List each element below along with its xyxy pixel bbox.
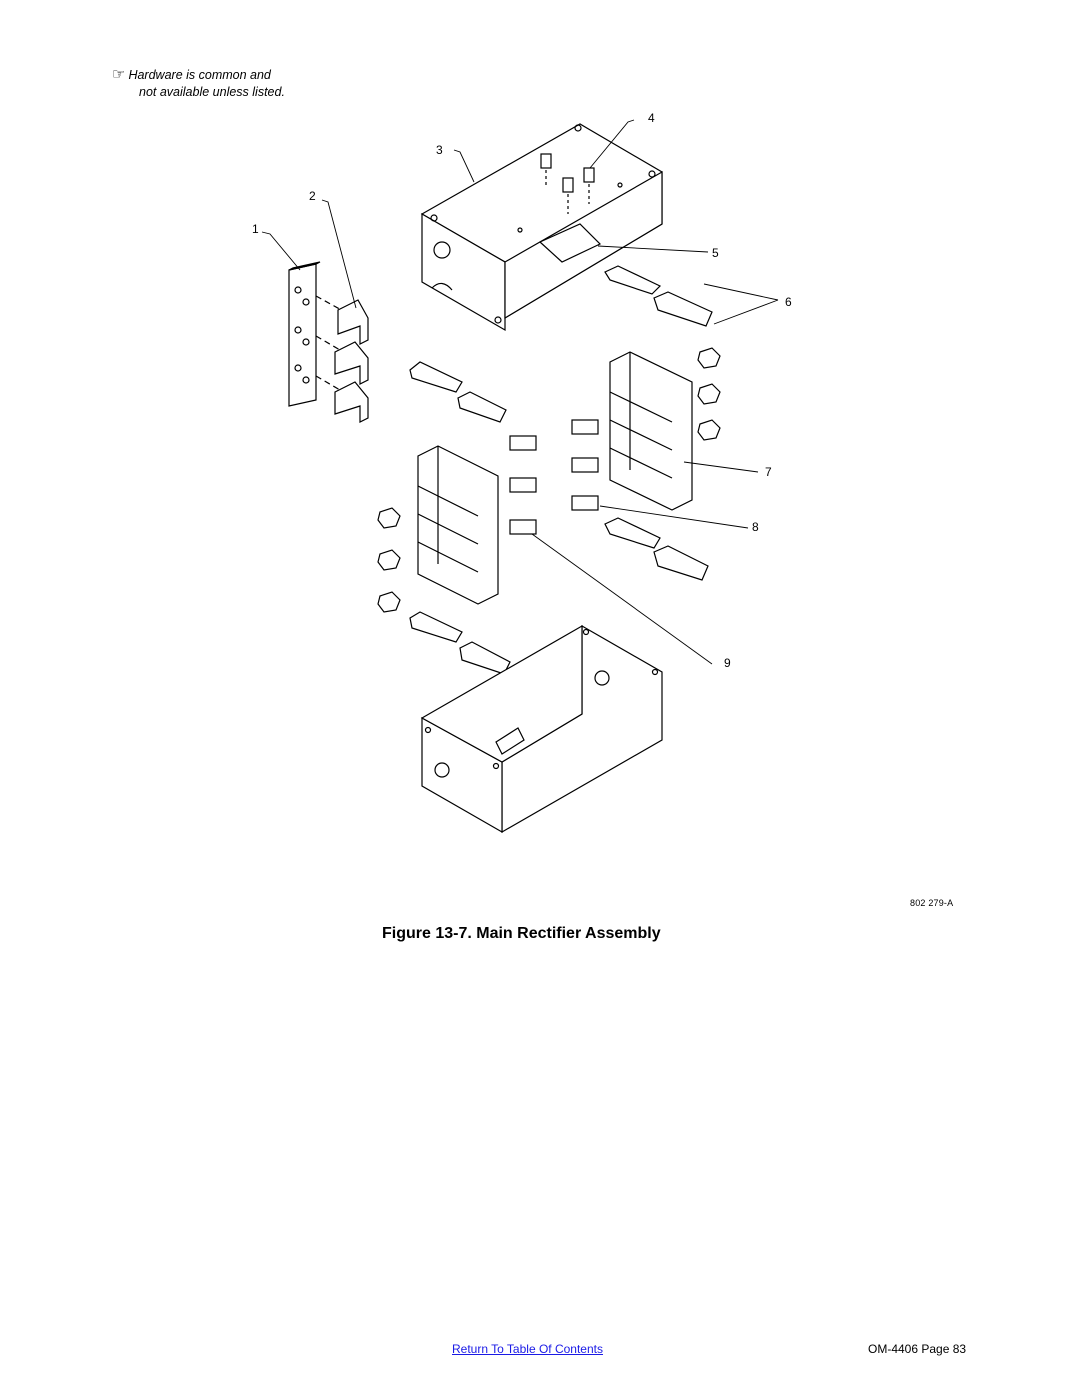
callout-6: 6 — [785, 295, 792, 309]
page-number: OM-4406 Page 83 — [868, 1342, 967, 1356]
callout-4: 4 — [648, 111, 655, 125]
drawing-number: 802 279-A — [910, 898, 954, 908]
figure-caption: Figure 13-7. Main Rectifier Assembly — [382, 925, 661, 942]
hex-nuts — [377, 347, 721, 613]
part-1-bus-plate — [288, 261, 346, 407]
part-7-heatsinks — [417, 351, 693, 605]
part-6-clips — [409, 265, 713, 423]
part-8-diodes — [409, 419, 709, 675]
exploded-view-diagram — [261, 119, 779, 834]
hardware-note-line1: Hardware is common and — [128, 68, 271, 82]
hardware-note-line2: not available unless listed. — [139, 85, 285, 99]
callout-1: 1 — [252, 222, 259, 236]
callout-8: 8 — [752, 520, 759, 534]
part-2-brackets — [334, 299, 369, 423]
callout-9: 9 — [724, 656, 731, 670]
callout-2: 2 — [309, 189, 316, 203]
part-3-top-chassis — [420, 123, 663, 332]
part-9-bottom-chassis — [420, 624, 663, 834]
leader-lines — [261, 119, 779, 665]
callout-3: 3 — [436, 143, 443, 157]
part-4-terminals — [540, 153, 595, 214]
callout-7: 7 — [765, 465, 772, 479]
hardware-note: ☞Hardware is common and not available un… — [112, 66, 285, 101]
callout-5: 5 — [712, 246, 719, 260]
return-to-toc-link[interactable]: Return To Table Of Contents — [452, 1342, 603, 1356]
pointing-hand-icon: ☞ — [112, 66, 126, 83]
